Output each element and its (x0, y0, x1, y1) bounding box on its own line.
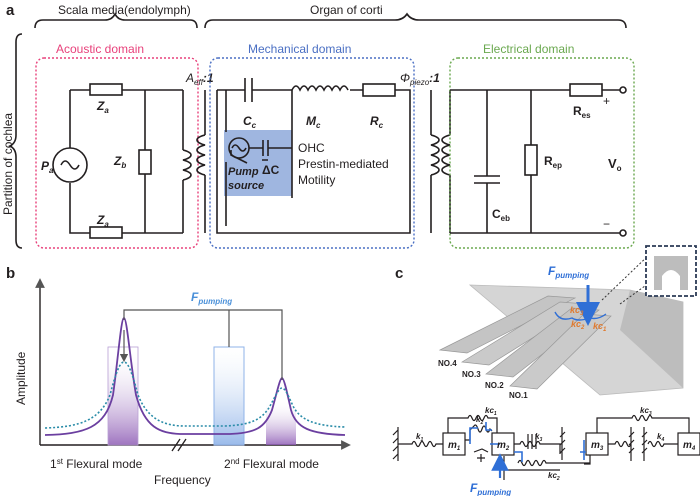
electrical-domain-box (449, 57, 635, 249)
pa-label: Pa (41, 159, 54, 175)
transformer-1 (196, 90, 206, 233)
plus-sign: + (603, 94, 610, 108)
k4-label: k4 (657, 432, 664, 443)
panel-b-label: b (6, 265, 15, 282)
ratio-aeff-label: Aeff:1 (185, 71, 214, 87)
pump-source-line2: source (228, 180, 264, 192)
pumping-bar (213, 346, 245, 446)
purple-response-curve (44, 317, 346, 436)
mass-2: m2 (497, 440, 510, 452)
spring-mass-model (392, 414, 700, 480)
brace-partition (8, 33, 23, 249)
electrical-domain-title: Electrical domain (483, 42, 574, 56)
kc3-label-c: kc3 (570, 305, 584, 317)
kc2-label-c: kc2 (571, 319, 585, 331)
kc2-label: kc2 (548, 471, 560, 482)
vo-label: Vo (608, 156, 622, 173)
beam-label-3: NO.3 (462, 370, 481, 379)
kc3-label: kc3 (640, 406, 652, 417)
ohc-line2: Prestin-mediated (298, 157, 389, 171)
kc1-label-c: kc1 (593, 321, 607, 333)
pump-source-line1: Pump (228, 166, 259, 178)
ratio-phi-label: Φpiezo:1 (400, 71, 440, 87)
electrical-circuit (450, 83, 627, 237)
blue-link-2 (514, 440, 586, 462)
ohc-line1: OHC (298, 141, 325, 155)
beam-label-4: NO.4 (438, 359, 457, 368)
panel-c: c NO.4 NO.3 NO.2 NO.1 Fpumping kc3 kc2 k… (392, 245, 700, 496)
rc-label: Rc (370, 114, 384, 130)
brace-scala-media (34, 12, 198, 29)
k3-label: k3 (535, 432, 542, 443)
y-axis-label: Amplitude (14, 351, 28, 405)
cc-label: Cc (243, 114, 257, 130)
transformer-2 (430, 90, 451, 233)
minus-sign: − (603, 217, 610, 231)
blue-link-1 (469, 422, 500, 445)
mode2-shade (266, 400, 296, 445)
mechanical-domain-box (209, 57, 415, 249)
delta-c-label: ΔC (262, 163, 280, 177)
beams (438, 295, 612, 390)
pumping-connector (123, 309, 283, 380)
mass-1: m1 (448, 440, 461, 452)
k1-label: k1 (416, 432, 423, 443)
acoustic-circuit (52, 83, 192, 239)
mechanical-domain-title: Mechanical domain (248, 42, 351, 56)
za-bottom-label: Za (96, 213, 109, 229)
rep-label: Rep (544, 154, 562, 170)
panel-c-label: c (395, 265, 403, 282)
panel-b: b Amplitude Fpumping 1st Flexural mode 2… (6, 265, 351, 487)
pumping-label-c: Fpumping (548, 264, 589, 280)
panel-a-label: a (6, 2, 15, 19)
inset-shape (654, 256, 688, 290)
beam-label-2: NO.2 (485, 381, 504, 390)
panel-a: a Scala media(endolymph) Organ of corti … (1, 2, 635, 249)
axis-break (171, 438, 187, 452)
ceb-label: Ceb (492, 207, 510, 223)
k2-label: k2 (476, 415, 483, 426)
mass-3: m3 (591, 440, 604, 452)
zb-label: Zb (113, 154, 126, 170)
side-label-partition: Partition of cochlea (1, 113, 15, 215)
pumping-label-b: Fpumping (191, 290, 232, 306)
acoustic-domain-title: Acoustic domain (56, 42, 144, 56)
x-axis-label: Frequency (154, 473, 211, 487)
za-top-label: Za (96, 99, 109, 115)
header-organ-of-corti: Organ of corti (310, 3, 383, 17)
teal-response-curve (44, 361, 346, 429)
header-scala-media: Scala media(endolymph) (58, 3, 191, 17)
mechanical-circuit (216, 78, 411, 234)
base-block-side (620, 290, 683, 388)
inset-frame (645, 245, 697, 297)
pump-source-box (224, 130, 292, 196)
brace-organ-of-corti (204, 12, 627, 29)
mc-label: Mc (306, 114, 321, 130)
beam-label-1: NO.1 (509, 391, 528, 400)
mode1-label: 1st Flexural mode (50, 457, 143, 471)
pumping-label-bottom: Fpumping (470, 481, 511, 496)
ohc-line3: Motility (298, 173, 335, 187)
res-label: Res (573, 104, 591, 120)
acoustic-domain-box (35, 57, 199, 249)
mode2-label: 2nd Flexural mode (224, 457, 319, 471)
mass-4: m4 (683, 440, 696, 452)
kc1-label: kc1 (485, 406, 497, 417)
